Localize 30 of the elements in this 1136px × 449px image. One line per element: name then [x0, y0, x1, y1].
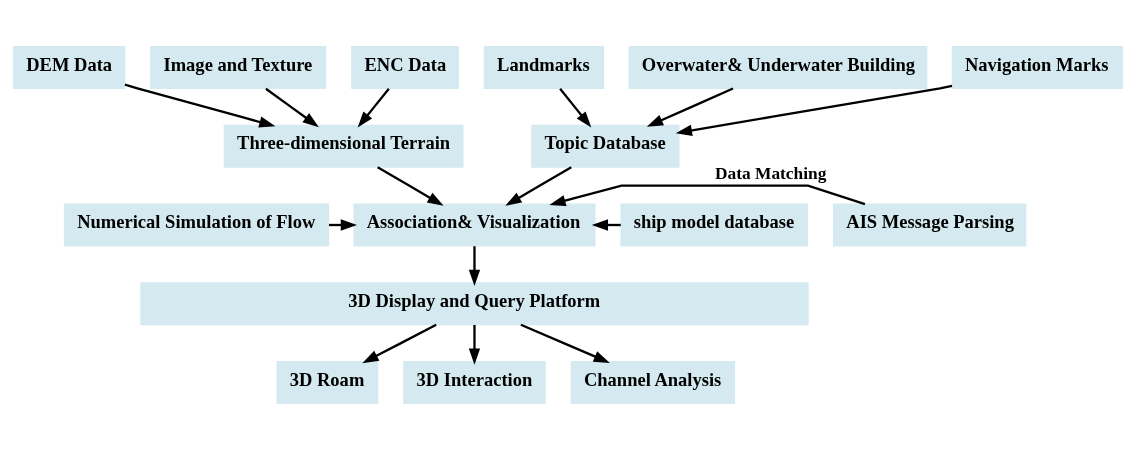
arrow — [265, 87, 319, 127]
arrow — [468, 245, 481, 286]
arrow — [468, 324, 481, 365]
arrow — [505, 165, 572, 206]
arrow — [520, 323, 610, 363]
node-box: ship model database — [620, 203, 809, 246]
node-box: AIS Message Parsing — [832, 203, 1027, 246]
node-box: Numerical Simulation of Flow — [63, 203, 330, 246]
arrow — [675, 84, 953, 136]
node-box: DEM Data — [12, 45, 126, 89]
node-box: Topic Database — [531, 124, 680, 168]
node-box: 3D Interaction — [403, 360, 546, 404]
node-box: Overwater& Underwater Building — [628, 45, 928, 89]
edge-label: Data Matching — [715, 163, 827, 183]
arrow — [362, 323, 437, 363]
node-box: Landmarks — [483, 45, 605, 89]
node-box: ENC Data — [351, 45, 459, 89]
arrow — [646, 86, 734, 127]
arrow — [357, 87, 390, 128]
node-box: Association& Visualization — [353, 203, 596, 246]
node-box: Channel Analysis — [570, 360, 736, 404]
arrow — [377, 165, 444, 206]
node-box: Navigation Marks — [951, 45, 1124, 89]
node-box: Three-dimensional Terrain — [223, 124, 464, 168]
arrow — [124, 83, 276, 127]
node-box: 3D Display and Query Platform — [140, 281, 809, 325]
node-box: Image and Texture — [150, 45, 327, 89]
node-box: 3D Roam — [276, 360, 379, 404]
arrow — [559, 87, 592, 128]
arrow — [549, 183, 866, 206]
